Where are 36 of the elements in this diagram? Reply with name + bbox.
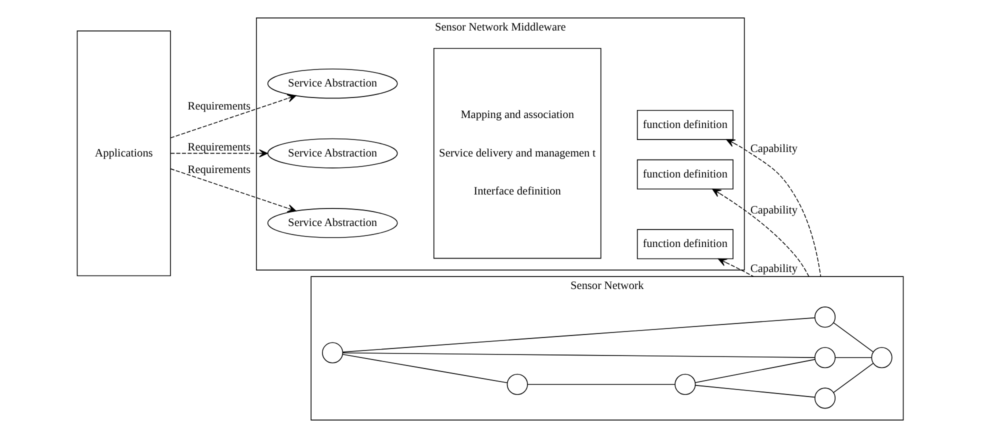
node-box: function definition (636, 110, 733, 140)
connector (342, 354, 508, 384)
edge-label: Requirements (187, 164, 250, 176)
edge-label: Capability (750, 142, 798, 155)
connector (834, 357, 872, 358)
node-circle (674, 374, 696, 395)
edge-label: Capability (750, 262, 798, 275)
arrow (712, 188, 809, 277)
connector (342, 317, 815, 352)
node-ellipse: Service Abstraction (266, 68, 398, 99)
node-circle (506, 374, 528, 395)
node-circle (814, 306, 836, 328)
edge-label: Capability (750, 204, 798, 216)
connector (832, 322, 873, 352)
node-box: Applications (76, 30, 170, 276)
cluster: Sensor Network (310, 276, 904, 420)
edge-label: Requirements (187, 141, 250, 154)
node-ellipse: Service Abstraction (266, 208, 398, 238)
arrow (170, 94, 296, 138)
node-box: Mapping and association Service delivery and managemen t Interface definition (432, 48, 601, 259)
node-circle (814, 388, 836, 409)
connector (694, 384, 815, 398)
node-box: function definition (636, 229, 733, 260)
arrow (170, 168, 296, 212)
edge-label: Requirements (187, 100, 250, 113)
connector (526, 384, 675, 385)
arrow (726, 139, 821, 277)
node-circle (814, 347, 836, 368)
connector (342, 352, 815, 358)
node-circle (870, 347, 892, 368)
node-box: function definition (636, 159, 733, 190)
node-ellipse: Service Abstraction (266, 138, 398, 168)
arrow (170, 149, 268, 158)
connector (832, 363, 873, 393)
node-circle (322, 342, 343, 364)
connector (694, 359, 815, 383)
